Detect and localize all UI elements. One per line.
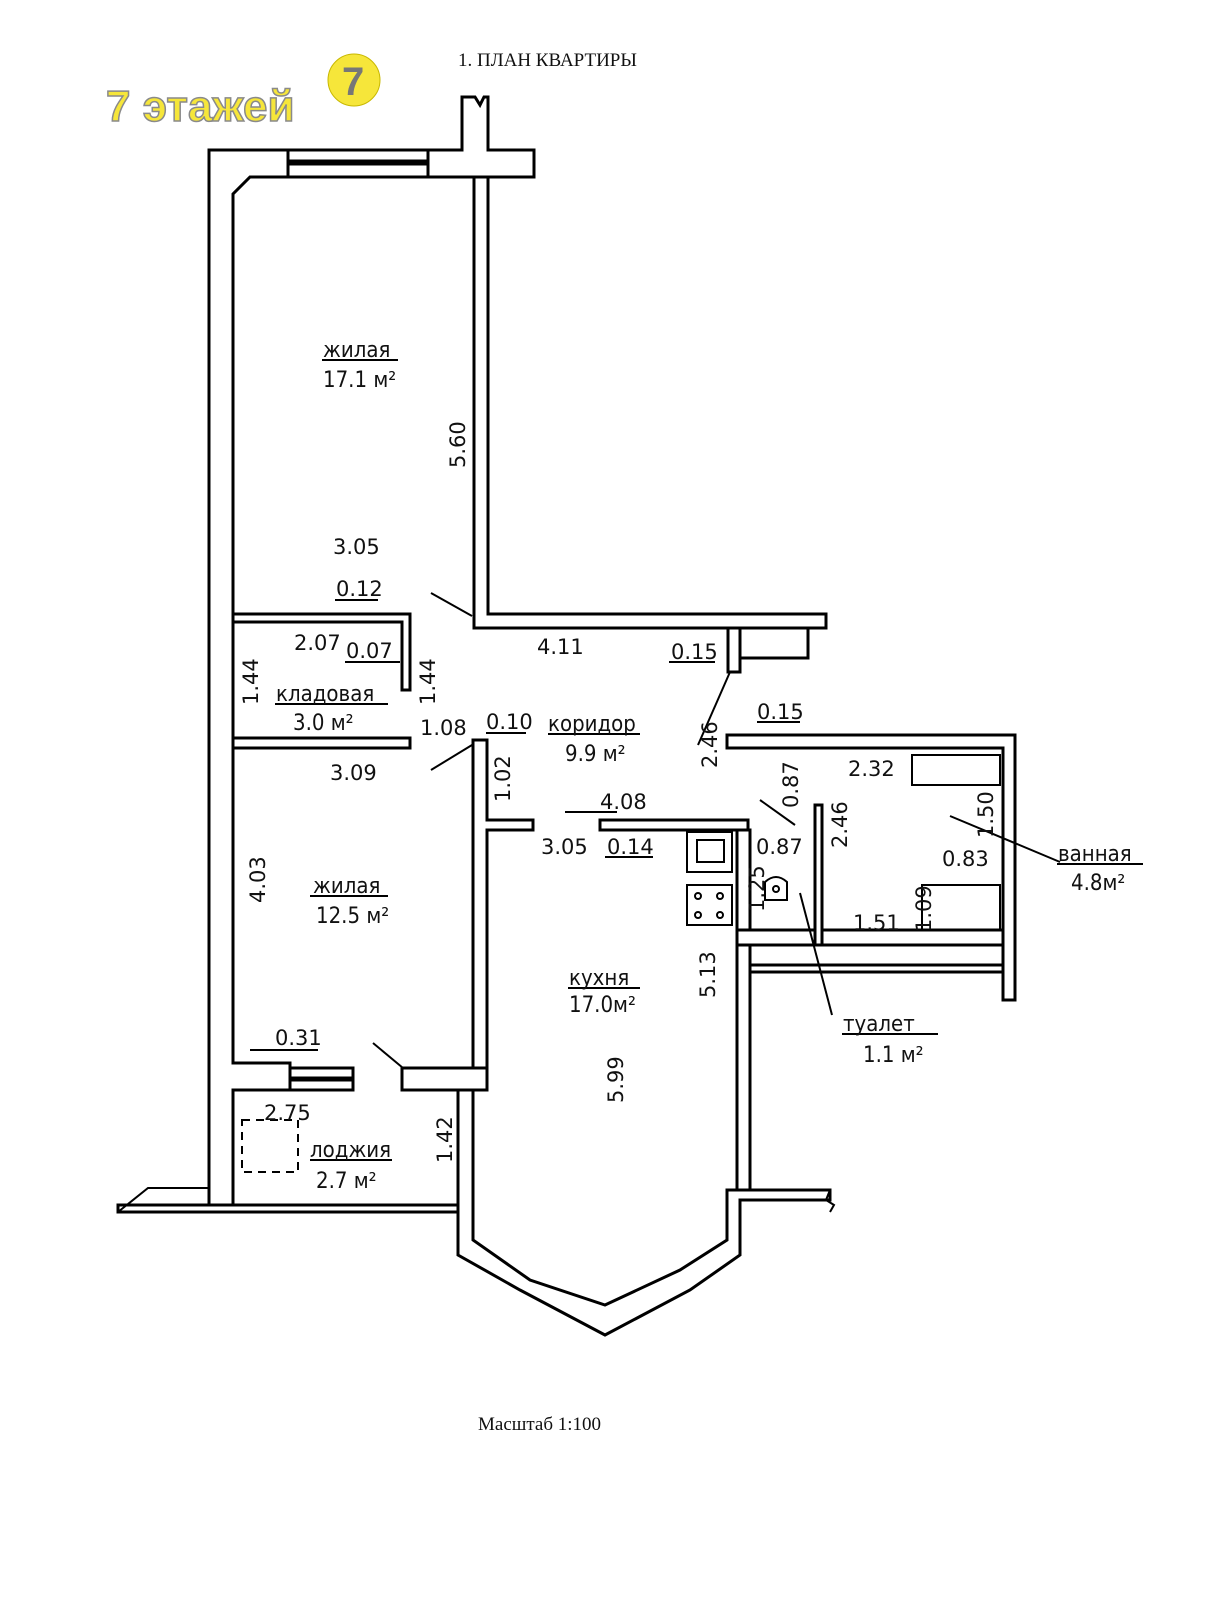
dim: 5.13 <box>696 951 720 998</box>
dim: 0.83 <box>942 847 989 871</box>
plan-title: 1. ПЛАН КВАРТИРЫ <box>458 50 637 71</box>
room-living2-name: жилая <box>313 874 380 899</box>
toilet-icon <box>764 876 788 901</box>
room-living1-area: 17.1 м² <box>323 368 396 393</box>
dim: 1.42 <box>433 1116 457 1163</box>
sink-icon <box>686 831 733 873</box>
dim: 0.15 <box>671 640 718 664</box>
loggia-dashed-area <box>241 1119 299 1173</box>
dim: 1.50 <box>974 791 998 838</box>
dim: 1.08 <box>420 716 467 740</box>
dim: 1.25 <box>745 865 769 912</box>
room-labels: жилая 17.1 м² кладовая 3.0 м² коридор 9.… <box>276 338 1132 1194</box>
scale-label: Масштаб 1:100 <box>478 1414 601 1435</box>
dim: 2.07 <box>294 631 341 655</box>
leader-lines <box>250 359 1143 1161</box>
dim: 3.05 <box>333 535 380 559</box>
logo-text: 7 этажей <box>106 82 295 131</box>
dim: 0.15 <box>757 700 804 724</box>
dim: 2.46 <box>828 801 852 848</box>
bathtub-icon <box>911 754 1001 786</box>
walls <box>116 95 1017 1337</box>
dim: 2.75 <box>264 1101 311 1125</box>
dim: 4.03 <box>246 856 270 903</box>
dimension-labels: 5.60 3.05 0.12 2.07 0.07 1.44 1.44 4.11 … <box>239 421 998 1163</box>
dim: 4.08 <box>600 790 647 814</box>
stove-icon <box>686 884 733 926</box>
dim: 3.09 <box>330 761 377 785</box>
dim: 0.10 <box>486 710 533 734</box>
dim: 1.44 <box>239 658 263 705</box>
logo-badge-icon <box>327 53 381 107</box>
room-storage-name: кладовая <box>276 682 374 707</box>
room-living1-name: жилая <box>323 338 390 363</box>
shower-icon <box>921 884 1001 931</box>
dim: 0.14 <box>607 835 654 859</box>
dim: 0.12 <box>336 577 383 601</box>
dim: 5.99 <box>604 1056 628 1103</box>
dim: 4.11 <box>537 635 584 659</box>
dim: 2.46 <box>698 721 722 768</box>
room-loggia-area: 2.7 м² <box>316 1169 377 1194</box>
room-bath-name: ванная <box>1058 842 1132 867</box>
fixtures <box>241 754 1001 1173</box>
dim: 1.51 <box>853 911 900 935</box>
dim: 0.07 <box>346 639 393 663</box>
room-corridor-name: коридор <box>548 712 636 737</box>
room-bath-area: 4.8м² <box>1071 871 1125 896</box>
dim: 5.60 <box>446 421 470 468</box>
room-kitchen-name: кухня <box>569 966 629 991</box>
room-corridor-area: 9.9 м² <box>565 742 626 767</box>
dim: 0.87 <box>756 835 803 859</box>
room-storage-area: 3.0 м² <box>293 711 354 736</box>
room-toilet-area: 1.1 м² <box>863 1043 924 1068</box>
dim: 1.02 <box>491 755 515 802</box>
room-toilet-name: туалет <box>843 1012 915 1037</box>
logo: 7 этажей 7 <box>105 53 381 132</box>
dim: 3.05 <box>541 835 588 859</box>
dim: 0.31 <box>275 1026 322 1050</box>
logo-badge: 7 <box>342 60 364 104</box>
dim: 0.87 <box>779 761 803 808</box>
room-kitchen-area: 17.0м² <box>569 993 636 1018</box>
dim: 2.32 <box>848 757 895 781</box>
room-living2-area: 12.5 м² <box>316 904 389 929</box>
room-loggia-name: лоджия <box>310 1138 391 1163</box>
dim: 1.44 <box>416 658 440 705</box>
dim: 1.09 <box>912 885 936 932</box>
